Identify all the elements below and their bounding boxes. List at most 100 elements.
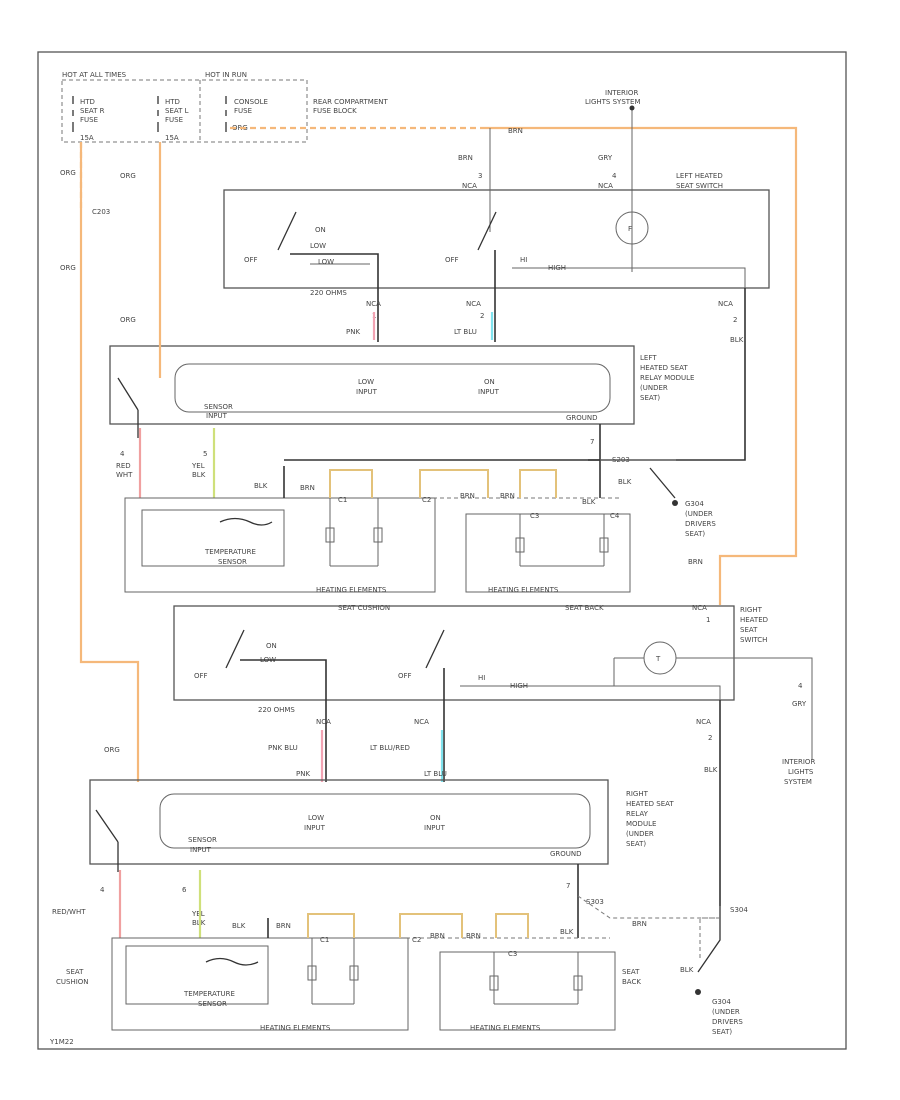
right-switch-wire-pnk: PNK BLU [268, 744, 298, 752]
right-wire-brn-3: BRN [466, 932, 481, 940]
right-elements-label-1: HEATING ELEMENTS [260, 1024, 331, 1032]
right-c3: C3 [508, 950, 517, 958]
left-switch-pin-3: 3 [478, 172, 482, 180]
wire-org-mid-label: ORG [120, 172, 136, 180]
left-switch-wire-pnk: PNK [346, 328, 360, 336]
left-module-wire-yel-a: YEL [191, 462, 205, 470]
left-c2: C2 [422, 496, 431, 504]
right-switch-title-b: HEATED [740, 616, 768, 624]
left-c4: C4 [610, 512, 620, 520]
left-switch-title-b: SEAT SWITCH [676, 182, 723, 190]
right-module-s303: S303 [586, 898, 604, 906]
fuse-2-label-a: HTD [165, 98, 180, 106]
right-module-on-b: INPUT [424, 824, 446, 832]
left-module-pin-4: 4 [120, 450, 125, 458]
left-wire-brn-2: BRN [460, 492, 475, 500]
right-module-wire-yel-b: BLK [192, 919, 206, 927]
wire-brn-top-label: BRN [508, 127, 523, 135]
left-switch-low-label: LOW [310, 242, 326, 250]
right-heated-seat-switch: RIGHT HEATED SEAT SWITCH NCA 1 T OFF ON … [173, 604, 815, 906]
right-wire-brn-2: BRN [430, 932, 445, 940]
left-temp-sensor-b: SENSOR [218, 558, 247, 566]
fuse-2-label-b: SEAT L [165, 107, 189, 115]
right-wire-blk: BLK [232, 922, 246, 930]
fuse-1-label-c: FUSE [80, 116, 98, 124]
fuse-1-amps: 15A [80, 134, 94, 142]
left-switch-high-label: HIGH [548, 264, 566, 272]
fuse-block-title-a: REAR COMPARTMENT [313, 98, 388, 106]
left-heated-seat-switch: LEFT HEATED SEAT SWITCH BRN GRY 3 4 NCA … [223, 128, 770, 461]
left-module-on-b: INPUT [478, 388, 500, 396]
left-module-pin-7: 7 [590, 438, 594, 446]
interior-lights-top: INTERIOR LIGHTS SYSTEM [585, 89, 641, 272]
right-switch-wire-gry: GRY [792, 700, 807, 708]
right-module-wire-org: ORG [104, 746, 120, 754]
left-switch-hi-label: HI [520, 256, 527, 264]
left-switch-off-1: OFF [244, 256, 258, 264]
right-wire-brn-1: BRN [276, 922, 291, 930]
right-switch-lamp-icon: T [655, 655, 661, 663]
right-switch-nca-3: NCA [696, 718, 711, 726]
right-module-pin-7: 7 [566, 882, 570, 890]
left-switch-pin-2b: 2 [733, 316, 737, 324]
interior-lights-right-b: LIGHTS [788, 768, 814, 776]
right-switch-on-label: ON [266, 642, 277, 650]
right-module-wire-pnk: PNK [296, 770, 310, 778]
left-g304-b: (UNDER [685, 510, 713, 518]
left-temp-sensor-a: TEMPERATURE [204, 548, 256, 556]
left-module-ground: GROUND [566, 414, 598, 422]
left-module-wire-red-a: RED [116, 462, 131, 470]
right-g304-d: SEAT) [712, 1028, 732, 1036]
left-relay-module: LEFT HEATED SEAT RELAY MODULE (UNDER SEA… [109, 316, 716, 566]
left-switch-nca-top-2: NCA [598, 182, 613, 190]
left-switch-low-wire: LOW [318, 258, 334, 266]
left-switch-wire-ltblu: LT BLU [454, 328, 477, 336]
left-switch-off-2: OFF [445, 256, 459, 264]
right-switch-high-label: HIGH [510, 682, 528, 690]
left-switch-nca-top: NCA [462, 182, 477, 190]
left-module-title-b: HEATED SEAT [640, 364, 688, 372]
right-module-title-d: MODULE [626, 820, 656, 828]
right-seat-back-b: BACK [622, 978, 641, 986]
left-g304-d: SEAT) [685, 530, 705, 538]
right-module-pin-4: 4 [100, 886, 105, 894]
left-module-pin-5: 5 [203, 450, 207, 458]
right-module-title-a: RIGHT [626, 790, 649, 798]
left-g304-brn: BRN [688, 558, 703, 566]
right-g304-a: G304 [712, 998, 731, 1006]
right-switch-pin-4: 4 [798, 682, 803, 690]
right-module-blk-ground: BLK [680, 966, 694, 974]
right-seat-cushion-b: CUSHION [56, 978, 89, 986]
left-switch-lamp-icon: F [628, 225, 632, 233]
right-g304-b: (UNDER [712, 1008, 740, 1016]
orange-power-wires: ORG ORG C203 ORG BRN [60, 126, 798, 782]
left-module-wire-red-b: WHT [116, 471, 133, 479]
fuse-3-wire: ORG [232, 124, 248, 132]
left-switch-title-a: LEFT HEATED [676, 172, 723, 180]
left-seat-back: SEAT BACK [565, 604, 604, 612]
fuse-header-hot-in-run: HOT IN RUN [205, 71, 247, 79]
right-module-title-c: RELAY [626, 810, 649, 818]
left-switch-wire-gry: GRY [598, 154, 613, 162]
left-seat-cushion: SEAT CUSHION [338, 604, 390, 612]
fuse-block-title-b: FUSE BLOCK [313, 107, 357, 115]
right-switch-wire-ltblu: LT BLU/RED [370, 744, 410, 752]
interior-lights-right-a: INTERIOR [782, 758, 815, 766]
left-module-title-c: RELAY MODULE [640, 374, 694, 382]
left-module-low-a: LOW [358, 378, 374, 386]
right-temp-sensor-b: SENSOR [198, 1000, 227, 1008]
fuse-2-label-c: FUSE [165, 116, 183, 124]
left-switch-pin-2: 2 [480, 312, 484, 320]
right-module-wire-ltblu: LT BLU [424, 770, 447, 778]
right-module-title-b: HEATED SEAT [626, 800, 674, 808]
figure-id: Y1M22 [49, 1038, 74, 1046]
wire-org-left-label: ORG [60, 169, 76, 177]
right-module-brn-s304: BRN [632, 920, 647, 928]
right-relay-module: RIGHT HEATED SEAT RELAY MODULE (UNDER SE… [52, 746, 748, 1036]
left-g304-c: DRIVERS [685, 520, 716, 528]
right-module-title-e: (UNDER [626, 830, 654, 838]
fuse-2-amps: 15A [165, 134, 179, 142]
right-seat-cushion-a: SEAT [66, 968, 84, 976]
interior-lights-top-a: INTERIOR [605, 89, 638, 97]
